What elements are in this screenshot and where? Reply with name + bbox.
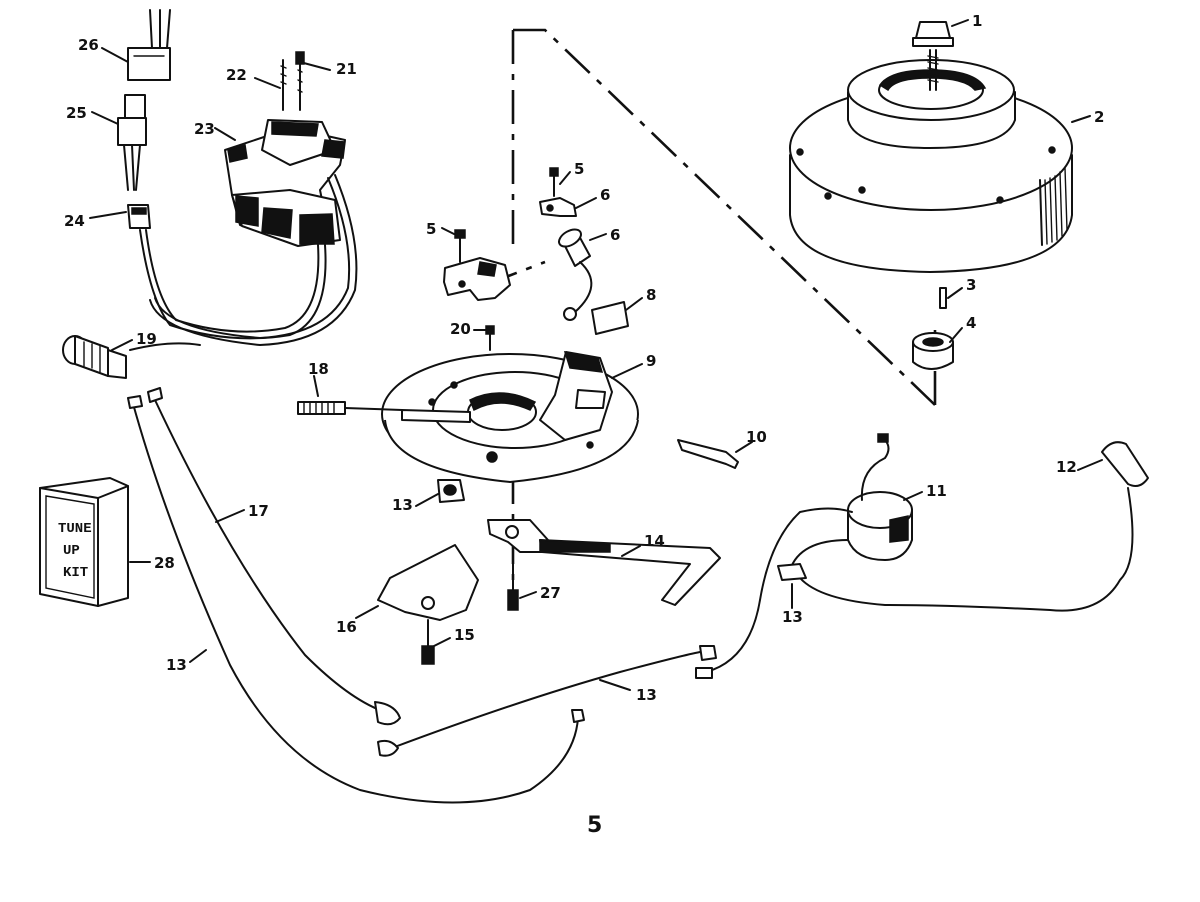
callout-12: 12	[1056, 458, 1077, 476]
breaker-leads	[129, 174, 358, 351]
callout-19: 19	[136, 330, 157, 348]
callout-18: 18	[308, 360, 329, 378]
callout-10: 10	[746, 428, 767, 446]
connector-26	[127, 9, 171, 81]
callout-25: 25	[66, 104, 87, 122]
screw-20	[485, 325, 495, 351]
callout-labels: 1 2 3 4 5 5 6 6 8 9 10 11 12 13 13 13 13…	[64, 12, 1104, 704]
callout-16: 16	[336, 618, 357, 636]
clip-6	[539, 197, 577, 217]
callout-8: 8	[646, 286, 656, 304]
callout-22: 22	[226, 66, 247, 84]
screw-27	[507, 559, 519, 611]
kill-switch	[62, 335, 127, 379]
callout-15: 15	[454, 626, 475, 644]
tune-up-kit-box: TUNE UP KIT	[39, 477, 129, 607]
wiring-leads	[127, 387, 853, 804]
cover-plate-16	[377, 544, 479, 621]
tune-up-kit-line-3: KIT	[63, 565, 88, 581]
connector-25	[117, 94, 147, 191]
spring-18	[297, 401, 403, 415]
page-number: 5	[587, 813, 602, 838]
callout-20: 20	[450, 320, 471, 338]
flywheel-collar	[912, 332, 954, 370]
callout-6-condenser: 6	[610, 226, 620, 244]
callout-5-upper: 5	[574, 160, 584, 178]
callout-26: 26	[78, 36, 99, 54]
screw-15	[421, 619, 435, 665]
callout-13-lead-center: 13	[636, 686, 657, 704]
callout-13-lead-left: 13	[166, 656, 187, 674]
callout-6-clip: 6	[600, 186, 610, 204]
callout-4: 4	[966, 314, 976, 332]
screw-5-lower	[454, 229, 466, 263]
point-set	[443, 257, 511, 301]
throttle-cam-14	[487, 519, 721, 606]
callout-3: 3	[966, 276, 976, 294]
condenser-6	[558, 228, 593, 321]
wick-8	[591, 301, 629, 335]
flywheel-key	[939, 287, 947, 309]
stator-plate	[381, 351, 639, 483]
callout-24: 24	[64, 212, 85, 230]
callout-13-coil: 13	[782, 608, 803, 626]
callout-2: 2	[1094, 108, 1104, 126]
callout-21: 21	[336, 60, 357, 78]
callout-9: 9	[646, 352, 656, 370]
callout-1: 1	[972, 12, 982, 30]
connector-24	[127, 204, 151, 229]
grommet-13-center	[437, 479, 465, 503]
callout-13-grommet: 13	[392, 496, 413, 514]
spark-plug-lead	[789, 441, 1149, 612]
callout-27: 27	[540, 584, 561, 602]
tune-up-kit-line-2: UP	[63, 543, 80, 559]
callout-5-lower: 5	[426, 220, 436, 238]
ignition-coil	[847, 433, 913, 561]
clip-10	[677, 439, 739, 469]
leader-lines	[89, 19, 1103, 691]
screw-5-upper	[549, 167, 559, 197]
flywheel-bolt	[912, 21, 954, 91]
callout-14: 14	[644, 532, 665, 550]
callout-28: 28	[154, 554, 175, 572]
breaker-assembly	[224, 51, 346, 247]
callout-23: 23	[194, 120, 215, 138]
tune-up-kit-line-1: TUNE	[58, 521, 92, 537]
flywheel	[789, 59, 1073, 273]
callout-11: 11	[926, 482, 947, 500]
callout-17: 17	[248, 502, 269, 520]
